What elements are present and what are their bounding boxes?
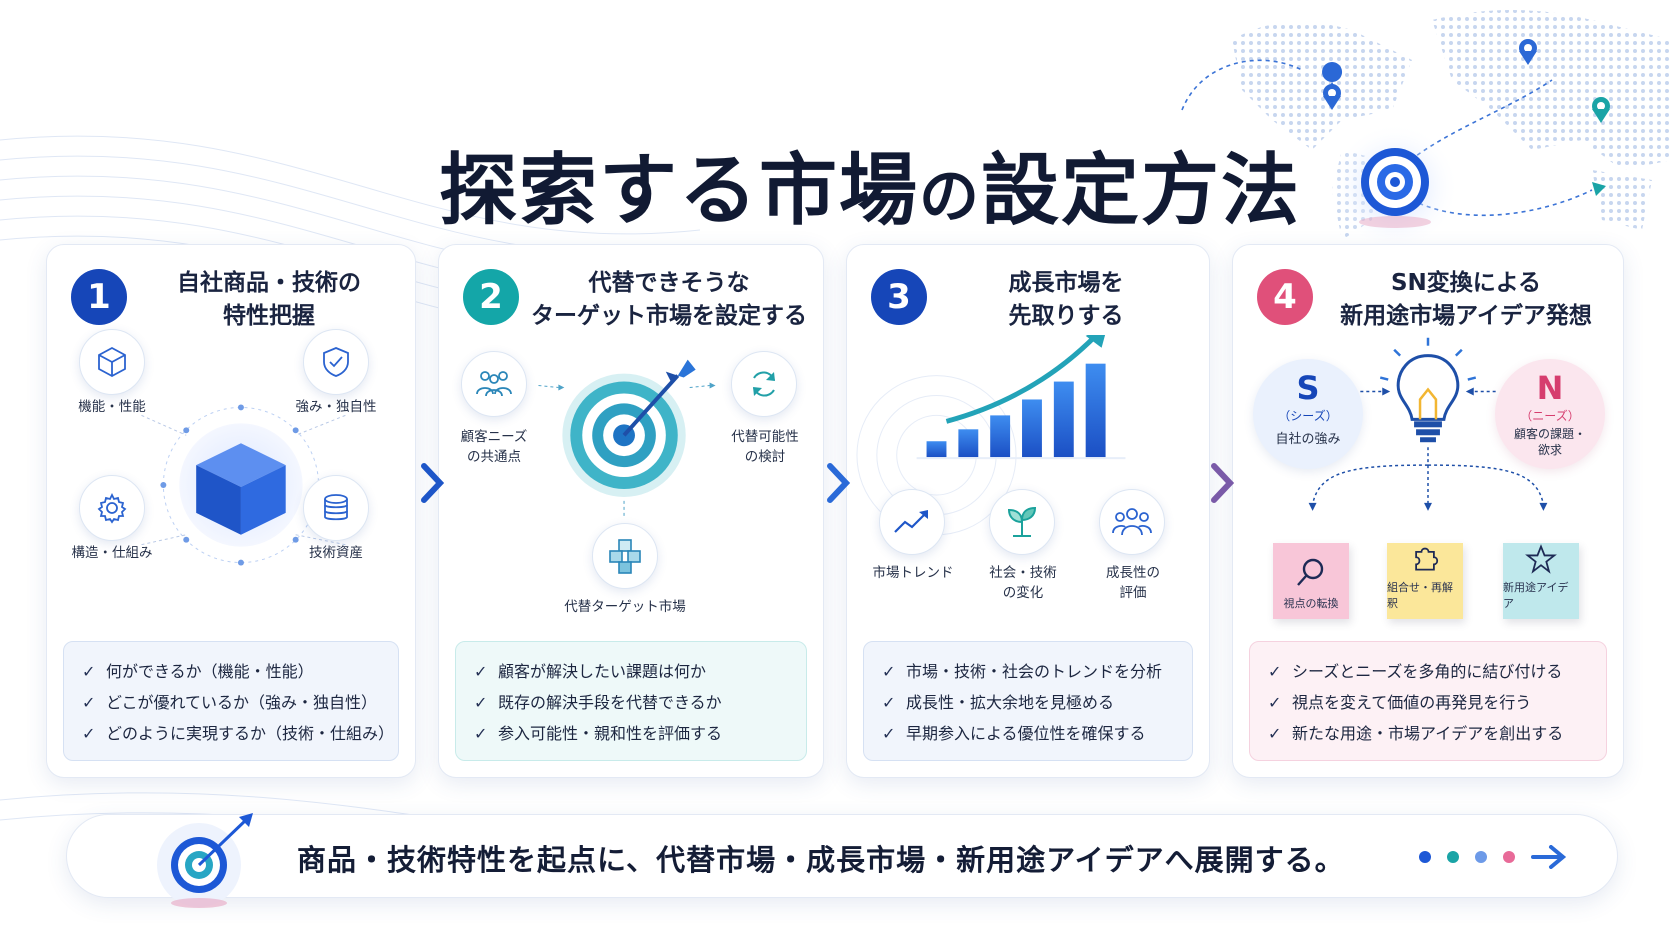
summary-banner: 商品・技術特性を起点に、代替市場・成長市場・新用途アイデアへ展開する。 xyxy=(66,813,1618,908)
chevron-right-icon xyxy=(827,463,851,503)
trend-icon xyxy=(894,510,928,533)
step-heading: 自社商品・技術の特性把握 xyxy=(177,270,361,329)
node-label: 代替可能性 の検討 xyxy=(731,429,799,465)
check-item: ✓既存の解決手段を代替できるか xyxy=(474,693,722,712)
node-label: 成長性の 評価 xyxy=(1106,565,1160,601)
step-number: 4 xyxy=(1257,269,1313,325)
progress-dots xyxy=(1419,845,1567,869)
step-heading: 成長市場を先取りする xyxy=(1008,270,1124,329)
map-pin-icon xyxy=(1322,62,1343,110)
node-label: 代替ターゲット市場 xyxy=(564,599,686,615)
node-structure xyxy=(79,475,145,541)
lightbulb-icon xyxy=(1379,337,1477,443)
checklist: ✓顧客が解決したい課題は何か ✓既存の解決手段を代替できるか ✓参入可能性・親和… xyxy=(455,641,807,761)
growth-chart-illustration xyxy=(856,335,1126,536)
database-icon xyxy=(324,494,348,521)
check-item: ✓どのように実現するか（技術・仕組み） xyxy=(82,724,395,743)
target-market-diagram xyxy=(538,359,716,519)
check-item: ✓参入可能性・親和性を評価する xyxy=(474,724,723,743)
target-icon xyxy=(1331,123,1459,251)
node-label: 強み・独自性 xyxy=(295,399,377,415)
seeds-sub: （シーズ） xyxy=(1278,409,1338,423)
feature-hub-diagram xyxy=(141,404,346,566)
seeds-label: 自社の強み xyxy=(1275,432,1341,447)
star-icon xyxy=(1525,544,1557,574)
cube-outline-icon xyxy=(98,346,126,378)
step-number: 1 xyxy=(71,269,127,325)
puzzle-icon xyxy=(1415,547,1439,571)
step-card-4: 4 SN変換による新用途市場アイデア発想 S （シーズ） 自社の強み xyxy=(1232,244,1624,778)
needs-sub: （ニーズ） xyxy=(1520,409,1580,423)
check-item: ✓何ができるか（機能・性能） xyxy=(82,662,314,681)
node-social-tech xyxy=(989,489,1055,555)
summary-text: 商品・技術特性を起点に、代替市場・成長市場・新用途アイデアへ展開する。 xyxy=(297,843,1345,877)
page-title: 探索する市場の設定方法 xyxy=(438,146,1302,236)
step-heading: 代替できそうなターゲット市場を設定する xyxy=(531,270,807,329)
checklist: ✓市場・技術・社会のトレンドを分析 ✓成長性・拡大余地を見極める ✓早期参入によ… xyxy=(863,641,1193,761)
check-item: ✓どこが優れているか（強み・独自性） xyxy=(82,693,378,712)
cube-icon xyxy=(196,443,286,535)
refresh-icon xyxy=(753,371,775,397)
check-item: ✓早期参入による優位性を確保する xyxy=(882,724,1146,743)
map-pin-icon xyxy=(1592,97,1610,123)
needs-label: 顧客の課題・ 欲求 xyxy=(1513,427,1586,457)
node-target-market xyxy=(592,523,658,589)
shield-check-icon xyxy=(323,347,349,377)
node-label: 技術資産 xyxy=(309,545,363,561)
node-customer-needs xyxy=(461,351,527,417)
node-label: 市場トレンド xyxy=(872,565,954,581)
checklist: ✓何ができるか（機能・性能） ✓どこが優れているか（強み・独自性） ✓どのように… xyxy=(63,641,399,761)
sticky-note-new-use: 新用途アイデア xyxy=(1503,543,1579,619)
target-arrow-icon xyxy=(157,813,253,908)
sprout-icon xyxy=(1007,506,1037,537)
node-strength xyxy=(303,329,369,395)
step-heading: SN変換による新用途市場アイデア発想 xyxy=(1340,270,1592,329)
needs-circle: N （ニーズ） 顧客の課題・ 欲求 xyxy=(1495,359,1605,469)
arrow-right-icon xyxy=(1531,845,1567,869)
map-pin-icon xyxy=(1519,39,1537,65)
node-function xyxy=(79,329,145,395)
step-card-3: 3 成長市場を先取りする 市場トレンド 社会・技術 の変化 xyxy=(846,244,1210,778)
chevron-right-icon xyxy=(1211,463,1235,503)
check-item: ✓市場・技術・社会のトレンドを分析 xyxy=(882,662,1163,681)
seeds-circle: S （シーズ） 自社の強み xyxy=(1253,359,1363,469)
team-icon xyxy=(1112,508,1152,536)
sn-conversion-diagram xyxy=(1308,337,1548,511)
node-market-trend xyxy=(879,489,945,555)
check-item: ✓シーズとニーズを多角的に結び付ける xyxy=(1268,662,1563,681)
node-assets xyxy=(303,475,369,541)
check-item: ✓顧客が解決したい課題は何か xyxy=(474,662,707,681)
sticky-note-perspective: 視点の転換 xyxy=(1273,543,1349,619)
check-item: ✓新たな用途・市場アイデアを創出する xyxy=(1268,724,1564,743)
gear-icon xyxy=(97,492,127,524)
step-number: 3 xyxy=(871,269,927,325)
blocks-icon xyxy=(609,539,641,574)
node-label: 顧客ニーズ の共通点 xyxy=(460,429,528,465)
step-card-2: 2 代替できそうなターゲット市場を設定する 顧客ニーズ の共通点 xyxy=(438,244,824,778)
sticky-note-combination: 組合せ・再解釈 xyxy=(1387,543,1463,619)
chevron-right-icon xyxy=(421,463,445,503)
step-number: 2 xyxy=(463,269,519,325)
step-card-1: 1 自社商品・技術の特性把握 xyxy=(46,244,416,778)
check-item: ✓成長性・拡大余地を見極める xyxy=(882,693,1115,712)
seeds-letter: S xyxy=(1296,369,1320,407)
node-label: 機能・性能 xyxy=(78,399,146,415)
target-icon xyxy=(562,359,696,497)
people-icon xyxy=(476,371,512,397)
node-label: 構造・仕組み xyxy=(71,545,153,561)
node-substitution xyxy=(731,351,797,417)
node-growth-evaluation xyxy=(1099,489,1165,555)
node-label: 社会・技術 の変化 xyxy=(989,565,1057,601)
magnifier-icon xyxy=(1297,558,1324,586)
checklist: ✓シーズとニーズを多角的に結び付ける ✓視点を変えて価値の再発見を行う ✓新たな… xyxy=(1249,641,1607,761)
check-item: ✓視点を変えて価値の再発見を行う xyxy=(1268,693,1532,712)
needs-letter: N xyxy=(1536,369,1564,407)
